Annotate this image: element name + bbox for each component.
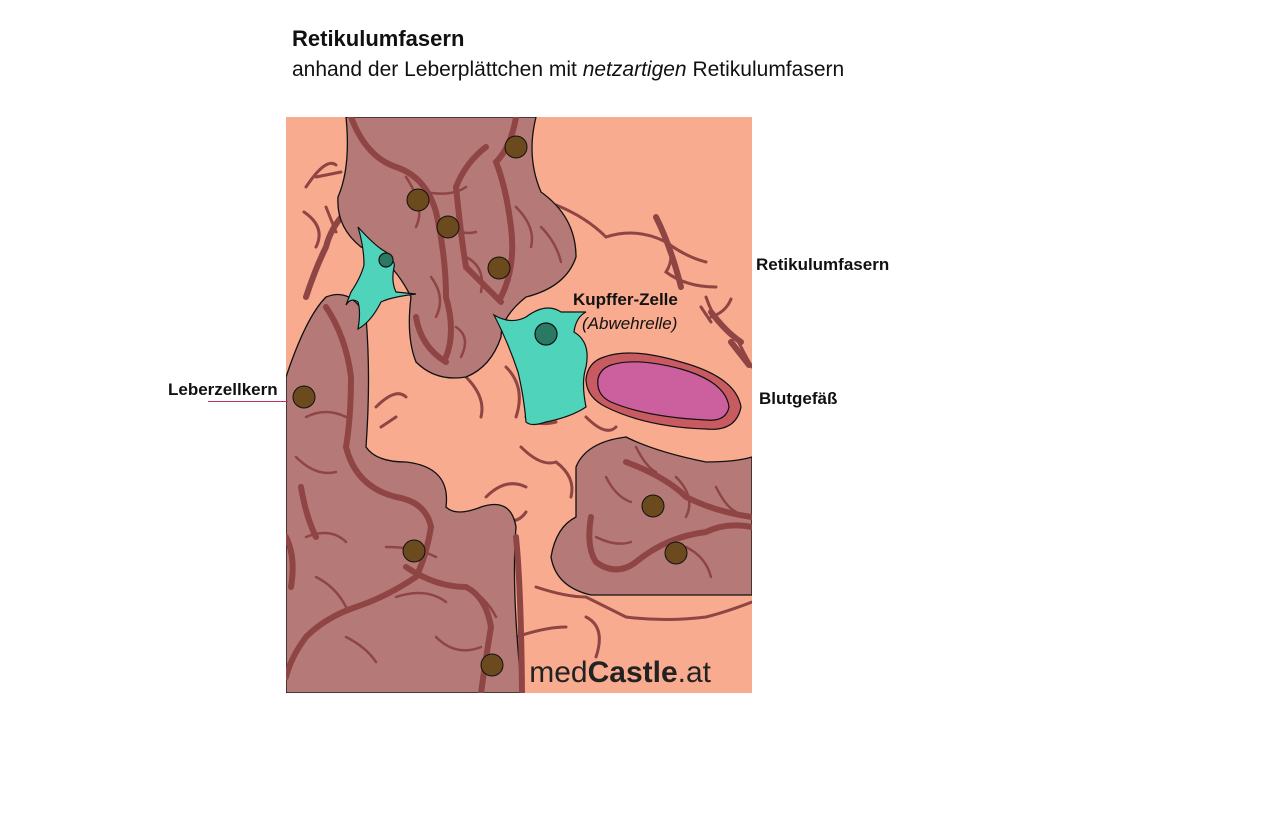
diagram-title: Retikulumfasern — [292, 26, 465, 51]
subtitle-text-1: anhand der Leberplättchen mit — [292, 58, 583, 81]
watermark: medCastle.at — [529, 656, 711, 689]
liver-tissue-illustration: medCastle.at — [286, 117, 752, 693]
plate-top — [337, 117, 577, 379]
diagram-subtitle: anhand der Leberplättchen mit netzartige… — [292, 58, 844, 82]
nucleus-4 — [487, 256, 511, 280]
nucleus-3 — [436, 215, 460, 239]
kupffer-nucleus-large — [534, 322, 558, 346]
nucleus-leader-line — [208, 401, 288, 402]
background-thick-fibers — [303, 209, 752, 368]
watermark-prefix: med — [529, 656, 587, 689]
subtitle-emphasis: netzartigen — [582, 58, 687, 81]
vessel-lumen — [597, 361, 730, 421]
nucleus-7 — [480, 653, 504, 677]
watermark-brand: Castle — [588, 656, 678, 689]
watermark-suffix: .at — [678, 656, 712, 689]
blood-vessel — [585, 352, 742, 430]
kupffer-cell-large — [492, 307, 588, 426]
nucleus-2 — [406, 188, 430, 212]
nucleus-9 — [664, 541, 688, 565]
hepatocyte-nuclei — [292, 135, 688, 677]
label-blood-vessel: Blutgefäß — [759, 389, 838, 408]
nucleus-8 — [641, 494, 665, 518]
kupffer-cells — [345, 226, 588, 426]
label-kupffer-cell: Kupffer-Zelle — [573, 290, 678, 309]
plate-left — [286, 293, 523, 693]
kupffer-nucleus-small — [378, 252, 394, 268]
plate-fibers-thick — [286, 117, 752, 693]
nucleus-1 — [504, 135, 528, 159]
subtitle-text-2: Retikulumfasern — [686, 58, 845, 81]
label-hepatocyte-nucleus: Leberzellkern — [168, 380, 278, 399]
nucleus-6 — [402, 539, 426, 563]
label-reticulum-fibers: Retikulumfasern — [756, 255, 890, 274]
nucleus-5 — [292, 385, 316, 409]
hepatocyte-plates — [286, 117, 752, 693]
label-kupffer-defense: (Abwehrelle) — [582, 314, 678, 333]
